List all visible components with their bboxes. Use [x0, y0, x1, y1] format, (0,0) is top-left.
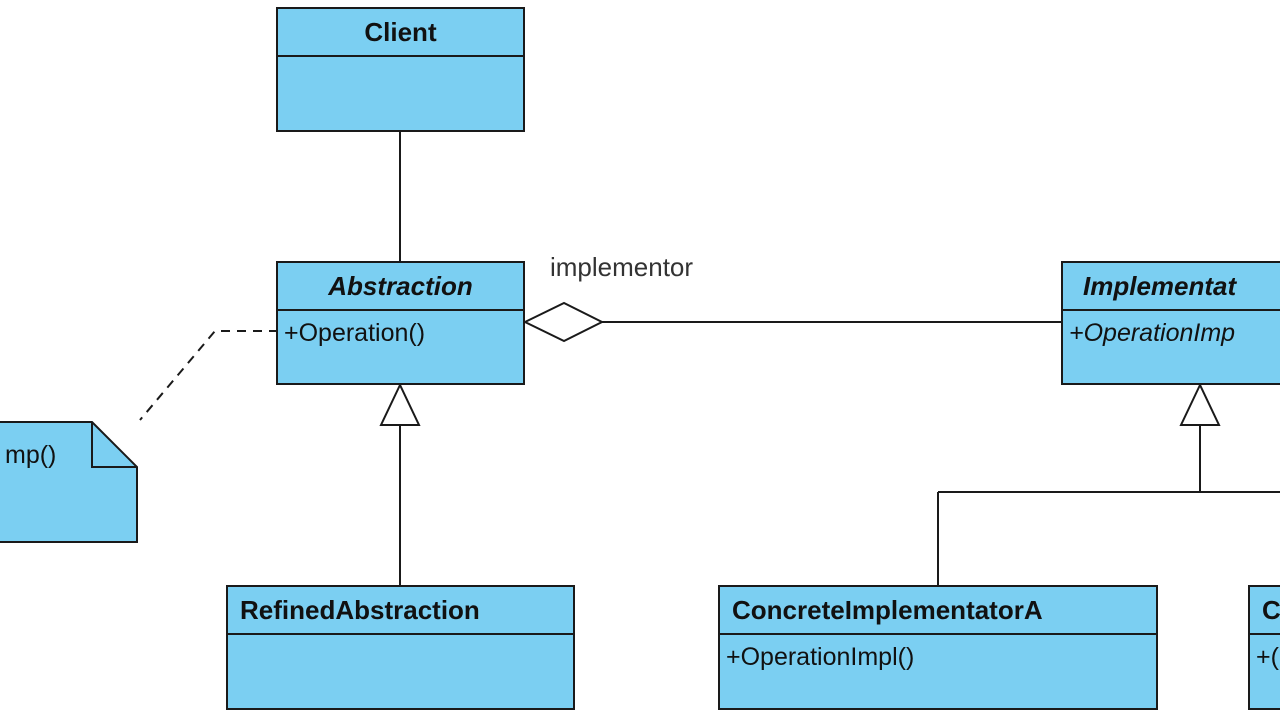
aggregation-diamond — [522, 301, 605, 343]
client-class[interactable]: Client — [276, 7, 525, 132]
note-dashed-link — [139, 330, 278, 421]
client-class-name: Client — [278, 9, 523, 57]
note-shape — [0, 421, 138, 543]
implementor-class-name: Implementat — [1063, 263, 1280, 311]
implementor-class[interactable]: Implementat +OperationImp — [1061, 261, 1280, 385]
implementor-operation: +OperationImp — [1069, 319, 1236, 347]
concrete-implementator-a-operation: +OperationImpl() — [726, 643, 915, 671]
concrete-implementator-a-class[interactable]: ConcreteImplementatorA +OperationImpl() — [718, 585, 1158, 710]
implementor-role-label: implementor — [550, 252, 694, 282]
refined-abstraction-class-name: RefinedAbstraction — [228, 587, 573, 635]
note-text: mp() — [5, 441, 57, 469]
concrete-implementator-b-operation: +( — [1256, 643, 1279, 671]
abstraction-class-name: Abstraction — [278, 263, 523, 311]
abstraction-operation: +Operation() — [284, 319, 426, 347]
refined-generalization-arrow — [379, 382, 421, 426]
refined-abstraction-class[interactable]: RefinedAbstraction — [226, 585, 575, 710]
concrete-implementator-b-class[interactable]: C +( — [1248, 585, 1280, 710]
implementor-generalization-arrow — [1179, 382, 1221, 426]
abstraction-class[interactable]: Abstraction +Operation() — [276, 261, 525, 385]
concrete-implementator-b-class-name: C — [1250, 587, 1280, 635]
concrete-implementator-a-class-name: ConcreteImplementatorA — [720, 587, 1156, 635]
note-dog-ear — [91, 422, 137, 468]
